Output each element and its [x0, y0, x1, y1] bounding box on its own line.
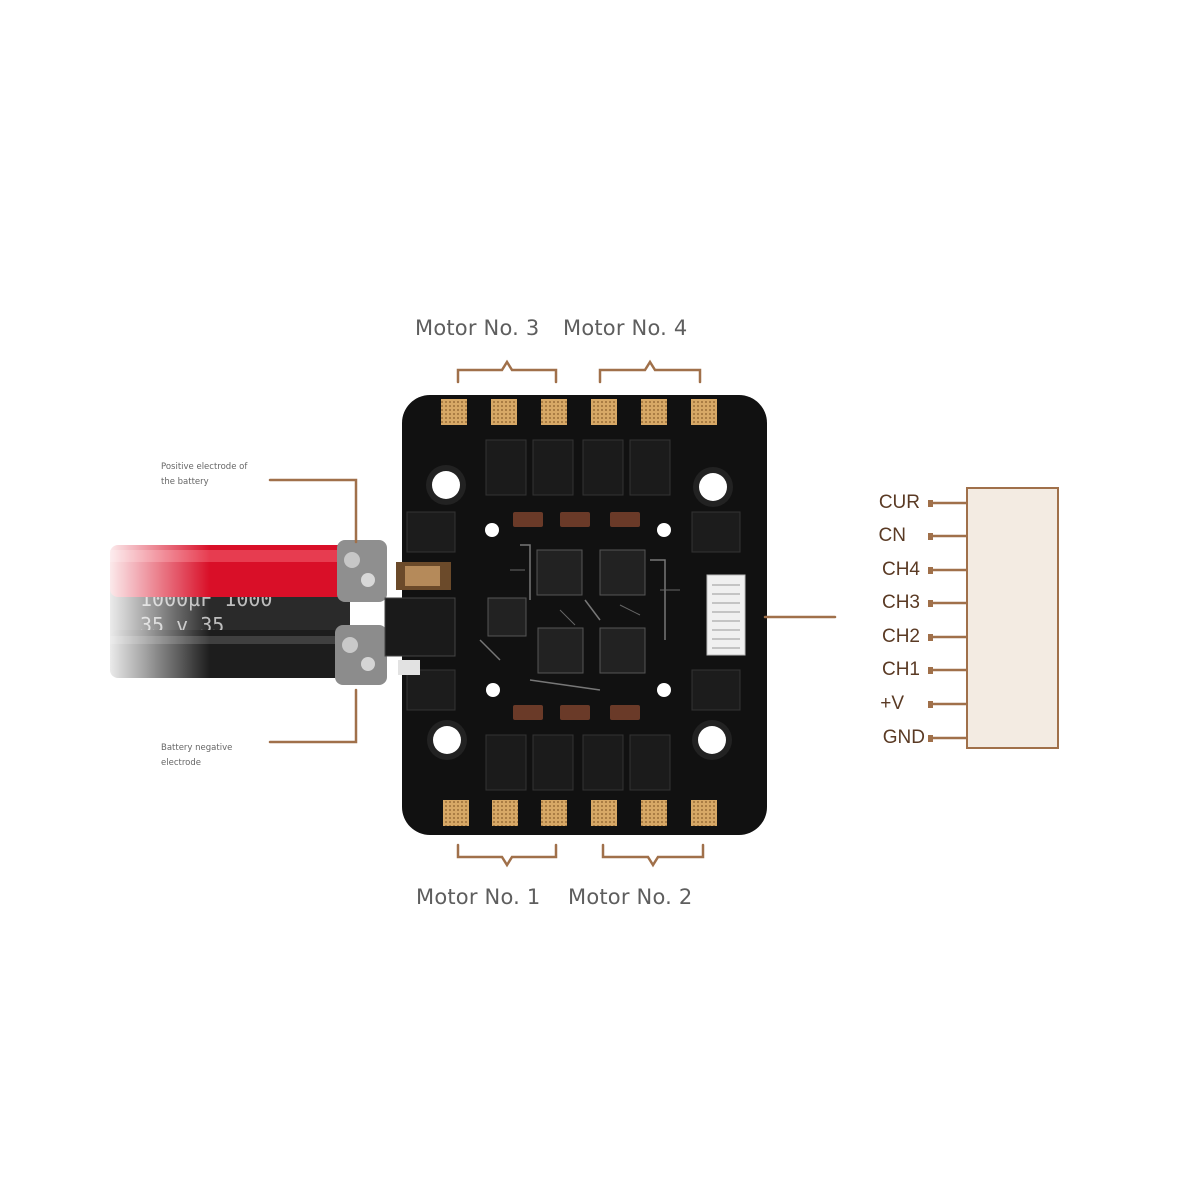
motor-4-label: Motor No. 4 — [563, 316, 688, 340]
negative-solder-joint — [335, 625, 387, 685]
pin-label-plus-v: +V — [880, 693, 904, 714]
pin-label-ch3: CH3 — [881, 592, 920, 613]
positive-solder-joint — [337, 540, 387, 602]
motor-pads-top — [441, 399, 717, 425]
motor-1-label: Motor No. 1 — [416, 885, 541, 909]
motor-2-label: Motor No. 2 — [568, 885, 693, 909]
pin-label-ch1: CH1 — [881, 659, 920, 680]
positive-electrode-line2: the battery — [161, 477, 209, 487]
bracket-motor3 — [456, 359, 558, 384]
bracket-motor4 — [598, 359, 702, 384]
positive-electrode-line1: Positive electrode of — [161, 462, 248, 472]
pin-label-ch4: CH4 — [881, 559, 920, 580]
pin-label-cur: CUR — [878, 492, 920, 513]
negative-electrode-line2: electrode — [161, 758, 201, 768]
motor-3-label: Motor No. 3 — [415, 316, 540, 340]
connector-body — [966, 487, 1059, 749]
pin-label-gnd: GND — [882, 727, 925, 748]
bracket-motor2 — [601, 843, 705, 868]
pin-label-cn: CN — [878, 525, 906, 546]
motor-pads-bottom — [443, 800, 717, 826]
negative-electrode-label: Battery negative electrode — [161, 741, 232, 771]
leader-negative — [268, 688, 358, 744]
leader-positive — [268, 478, 358, 544]
positive-electrode-label: Positive electrode of the battery — [161, 460, 247, 490]
connector-diagram — [928, 487, 1059, 749]
bracket-motor1 — [456, 843, 558, 868]
negative-electrode-line1: Battery negative — [161, 743, 233, 753]
pin-label-ch2: CH2 — [881, 626, 920, 647]
esc-board — [384, 395, 767, 835]
